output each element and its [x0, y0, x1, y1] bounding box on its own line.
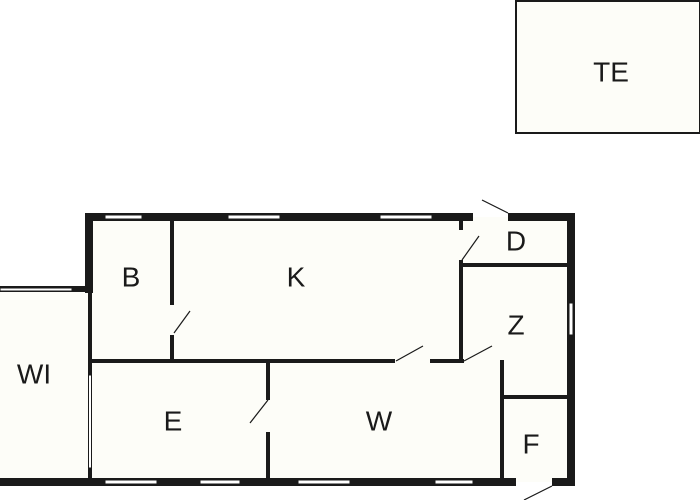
room-label-d: D — [506, 225, 526, 256]
room-labels: TE B K D Z WI E W F — [17, 56, 629, 459]
room-label-te: TE — [593, 56, 629, 87]
room-label-k: K — [287, 261, 306, 292]
room-label-e: E — [164, 405, 183, 436]
room-label-wi: WI — [17, 358, 51, 389]
room-label-w: W — [366, 405, 393, 436]
door-swings — [173, 199, 553, 500]
room-label-b: B — [122, 261, 141, 292]
room-te-outline — [515, 0, 700, 134]
room-label-f: F — [522, 428, 539, 459]
windows — [0, 214, 574, 485]
room-label-z: Z — [507, 309, 524, 340]
